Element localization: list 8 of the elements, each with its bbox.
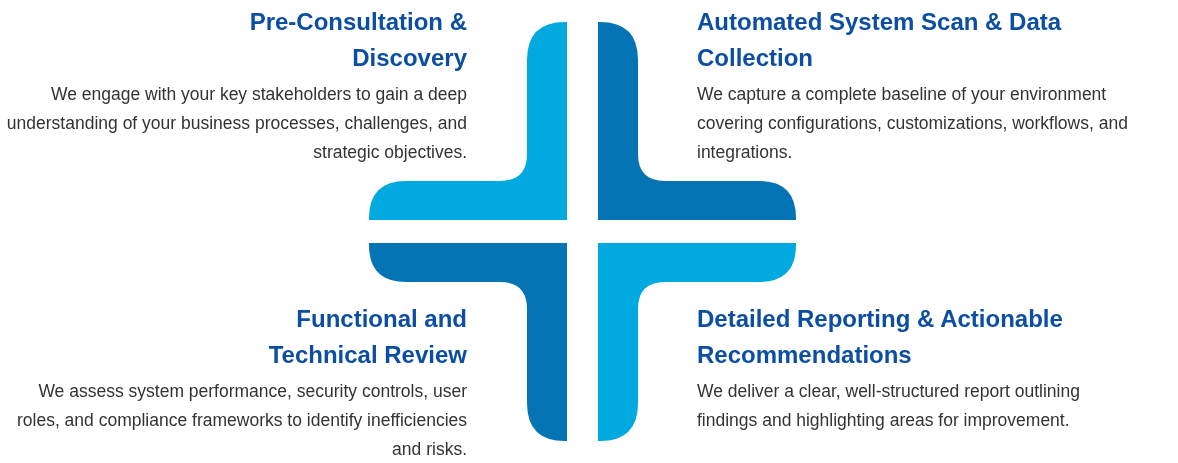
step-description: We deliver a clear, well-structured report outlining findings and highlighting areas for improvement. xyxy=(697,380,1081,432)
step-heading: Automated System Scan & Data Collection xyxy=(697,7,1063,73)
step-description: We assess system performance, security controls, user roles, and compliance frameworks to identify inefficiencies and risks. xyxy=(15,380,467,461)
step-heading: Detailed Reporting & Actionable Recommendations xyxy=(697,304,1064,370)
step-description: We engage with your key stakeholders to gain a deep understanding of your business processes, challenges, and strategic objectives. xyxy=(5,83,467,164)
step-description: We capture a complete baseline of your environment covering configurations, customizations, workflows, and integrations. xyxy=(697,83,1129,164)
step-heading: Pre-Consultation & Discovery xyxy=(248,7,467,73)
step-heading: Functional and Technical Review xyxy=(267,304,467,370)
